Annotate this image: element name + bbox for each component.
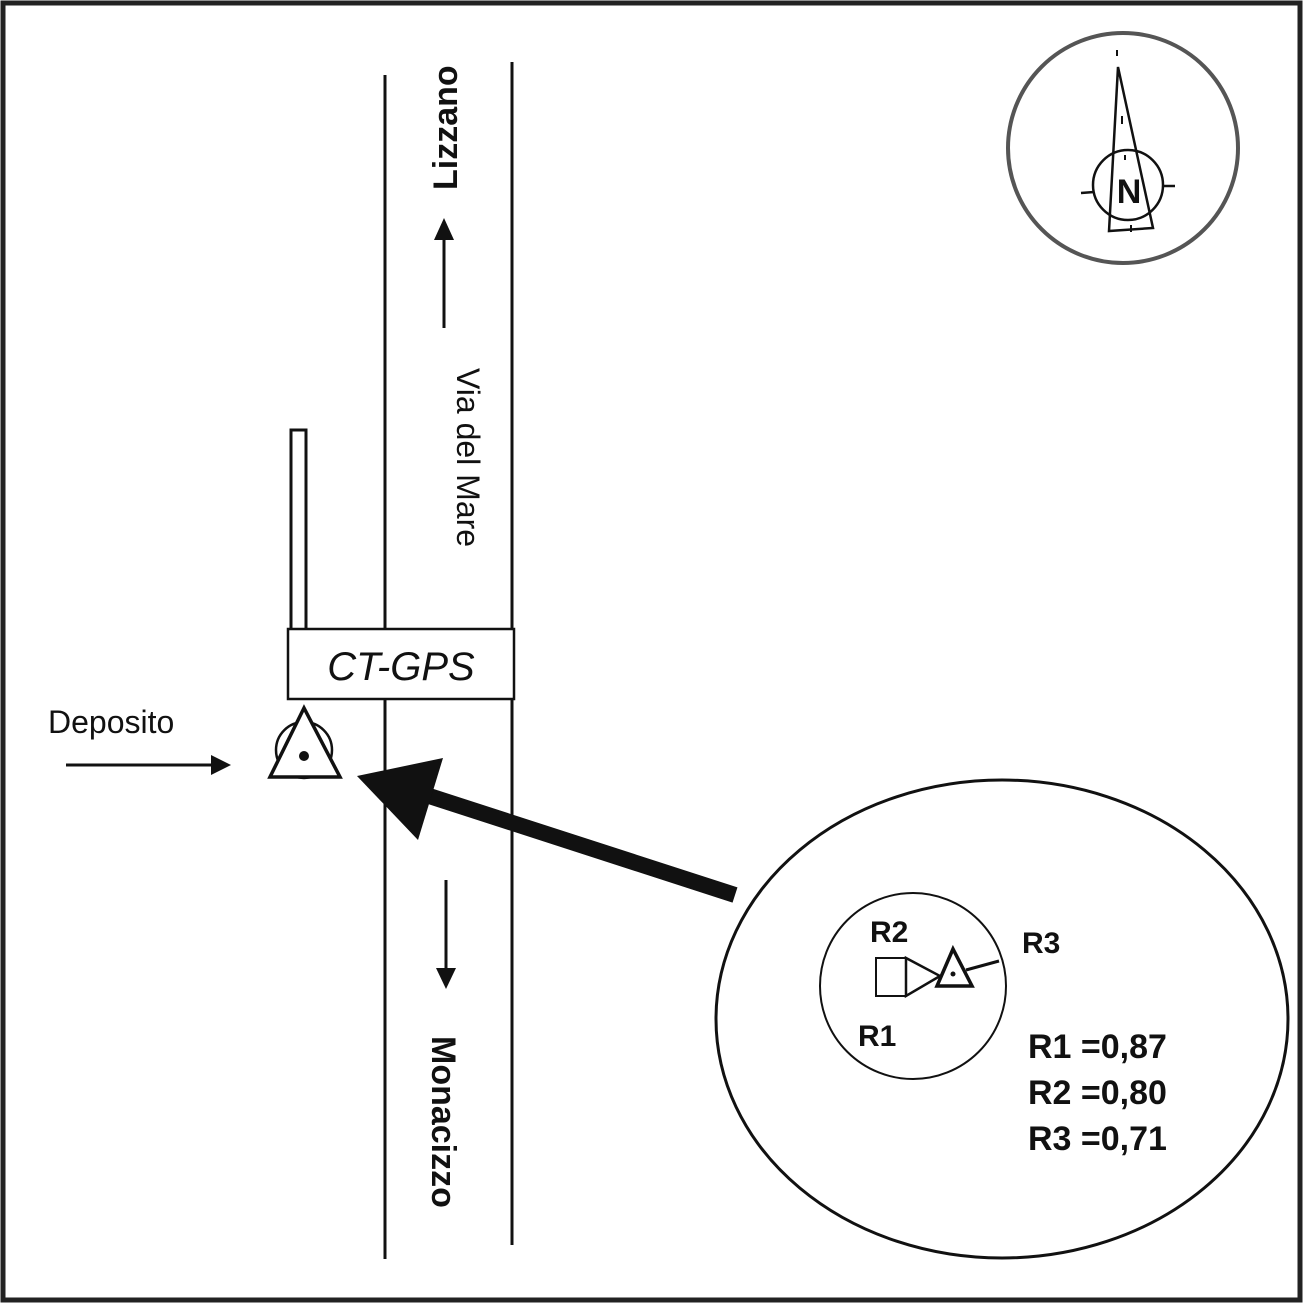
inset-detail-circle: [819, 892, 1007, 1080]
station-label: CT-GPS: [327, 645, 475, 689]
north-destination-label: Lizzano: [427, 65, 465, 190]
station-symbol-icon: [267, 704, 343, 780]
inlet-arrow-icon: [66, 755, 231, 775]
r3-triangle-icon: [934, 944, 975, 988]
inset-schematic: [875, 944, 1000, 999]
south-direction-arrow-icon: [436, 880, 456, 989]
inset-label-r2: R2: [870, 916, 908, 949]
value-r3: R3 =0,71: [1028, 1120, 1167, 1158]
pointer-arrow-icon: [357, 758, 738, 903]
road-name-label: Via del Mare: [450, 368, 486, 547]
inlet-label: Deposito: [48, 704, 174, 740]
compass-ring: [1006, 31, 1240, 265]
compass-north-label: N: [1117, 173, 1142, 211]
south-destination-label: Monacizzo: [424, 1036, 462, 1208]
value-r1: R1 =0,87: [1028, 1028, 1167, 1066]
value-r2: R2 =0,80: [1028, 1074, 1167, 1112]
station-box: [286, 627, 516, 701]
r1-box: [875, 957, 907, 997]
r3-outlet: [965, 959, 1000, 972]
antenna-mast: [289, 428, 308, 632]
r2-funnel: [904, 955, 943, 999]
compass: N: [1006, 31, 1240, 265]
inset-ellipse: [714, 778, 1290, 1260]
inset-label-r3: R3: [1022, 927, 1060, 960]
inset-label-r1: R1: [858, 1020, 896, 1053]
north-direction-arrow-icon: [434, 218, 454, 328]
